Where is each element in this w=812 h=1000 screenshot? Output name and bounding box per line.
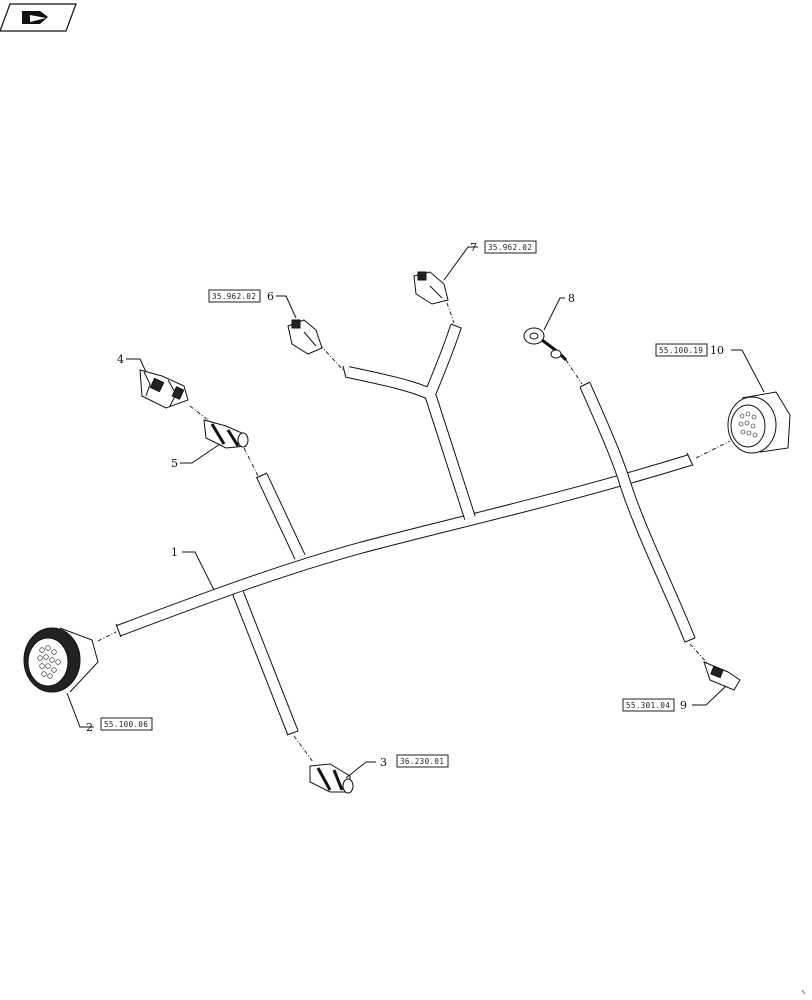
branch-wire-5: [256, 473, 306, 560]
ref-3-text: 36.230.01: [400, 757, 444, 766]
connection-lines: [97, 302, 731, 763]
branch-wire-6-7: [346, 324, 476, 520]
corner-mark: [801, 989, 806, 995]
ref-10-text: 55.100.19: [659, 346, 703, 355]
connector-9[interactable]: [703, 661, 741, 691]
ref-box-6[interactable]: 35.962.02: [208, 289, 261, 303]
leader-lines: [66, 246, 765, 779]
ref-2-text: 55.100.06: [104, 720, 148, 729]
callout-3: 3: [380, 756, 387, 769]
ref-box-10[interactable]: 55.100.19: [655, 343, 708, 357]
connector-10-round[interactable]: [727, 391, 791, 454]
open-book-icon[interactable]: [0, 3, 77, 32]
ref-box-2[interactable]: 55.100.06: [100, 717, 153, 731]
callout-6: 6: [267, 290, 274, 303]
callout-labels: 1 2 3 4 5 6 7 8 9 10: [86, 241, 724, 769]
ref-7-text: 35.962.02: [488, 243, 532, 252]
reference-boxes: 55.100.06 36.230.01 35.962.02 35.962.02 …: [100, 240, 708, 768]
callout-2: 2: [86, 721, 93, 734]
ref-6-text: 35.962.02: [212, 292, 256, 301]
connector-3[interactable]: [309, 763, 354, 794]
branch-wire-8-9: [579, 382, 696, 643]
callout-7: 7: [470, 241, 477, 254]
connector-5[interactable]: [203, 419, 249, 449]
callout-4: 4: [117, 353, 124, 366]
branch-wire-3: [232, 590, 299, 736]
callout-5: 5: [171, 457, 178, 470]
ref-box-3[interactable]: 36.230.01: [396, 754, 449, 768]
callout-9: 9: [680, 699, 687, 712]
connector-2-round[interactable]: [23, 627, 99, 693]
connector-4[interactable]: [139, 369, 189, 409]
connector-7[interactable]: [413, 271, 449, 305]
callout-10: 10: [710, 344, 724, 357]
main-trunk-wire: [115, 454, 692, 637]
callout-1: 1: [171, 546, 178, 559]
ref-9-text: 55.301.04: [626, 701, 670, 710]
ring-terminal-8[interactable]: [523, 327, 568, 362]
callout-8: 8: [568, 292, 575, 305]
ref-box-7[interactable]: 35.962.02: [484, 240, 537, 254]
ref-box-9[interactable]: 55.301.04: [622, 698, 675, 712]
harness-wires: [115, 323, 696, 736]
connector-6[interactable]: [287, 319, 323, 355]
